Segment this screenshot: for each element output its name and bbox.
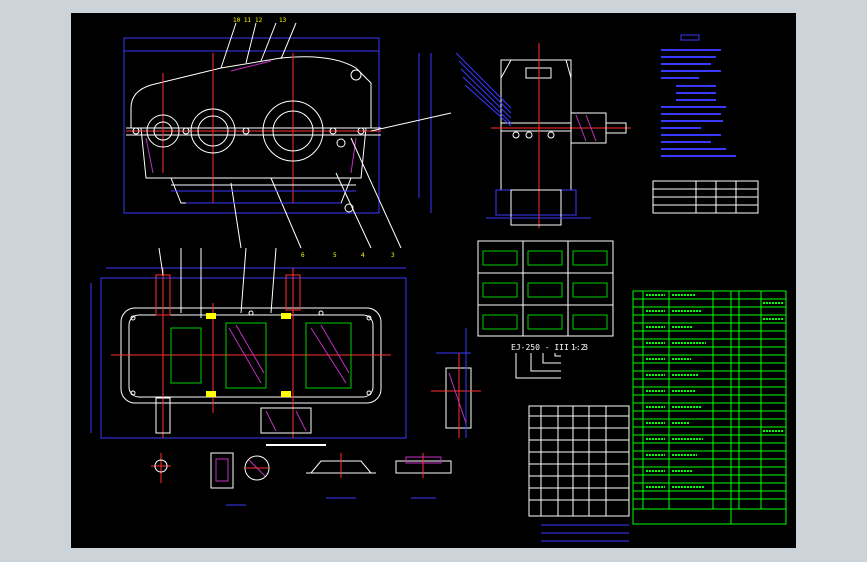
part-detail-grid (477, 240, 614, 337)
model-code-label: EJ-250 - III - 3 1:2 (511, 343, 588, 379)
svg-text:3: 3 (391, 252, 395, 259)
side-elevation-view (455, 43, 631, 228)
detail-views (151, 452, 452, 506)
part-grid-frame (477, 240, 614, 337)
detail-shaft-section (151, 453, 171, 483)
detail-cover-a (306, 453, 376, 499)
technical-notes-block (652, 34, 759, 214)
input-bearing-boss (146, 114, 180, 148)
output-bearing-boss (262, 100, 324, 162)
wheel-gear-stage1 (225, 322, 267, 389)
front-dimension-frame (123, 37, 380, 214)
model-code-tag: 1:2 (571, 343, 586, 352)
title-block (632, 508, 787, 525)
plan-section-view (90, 247, 407, 446)
detail-cover-b (395, 453, 452, 499)
bom-rows (633, 298, 786, 500)
model-code-text: EJ-250 - III - 3 (511, 343, 588, 352)
part-grid-cells (482, 250, 608, 330)
bom-frame (632, 290, 787, 510)
cad-drawing: 10 11 12 13 6 5 4 3 (90, 17, 787, 542)
plan-dimension-frame (100, 277, 407, 439)
front-elevation-view: 10 11 12 13 6 5 4 3 (123, 17, 452, 259)
svg-text:6: 6 (301, 252, 305, 259)
parts-list-table (632, 290, 787, 525)
drawing-sheet: 10 11 12 13 6 5 4 3 (71, 13, 796, 548)
upper-housing-outline (130, 56, 372, 129)
flange-detail-view (431, 328, 481, 438)
svg-text:5: 5 (333, 252, 337, 259)
svg-text:12: 12 (255, 17, 263, 24)
svg-text:13: 13 (279, 17, 287, 24)
detail-key-section (210, 452, 234, 489)
pinion-gear-stage1 (170, 327, 202, 384)
svg-text:4: 4 (361, 252, 365, 259)
gear-data-table (528, 405, 630, 542)
lower-housing-outline (140, 127, 367, 179)
output-shaft (285, 274, 301, 311)
intermediate-bearing-boss (190, 108, 236, 154)
wheel-gear-stage2 (305, 322, 352, 389)
side-housing-outline (500, 59, 572, 191)
detail-gear-blank (244, 455, 270, 481)
svg-text:10 11: 10 11 (233, 17, 251, 24)
